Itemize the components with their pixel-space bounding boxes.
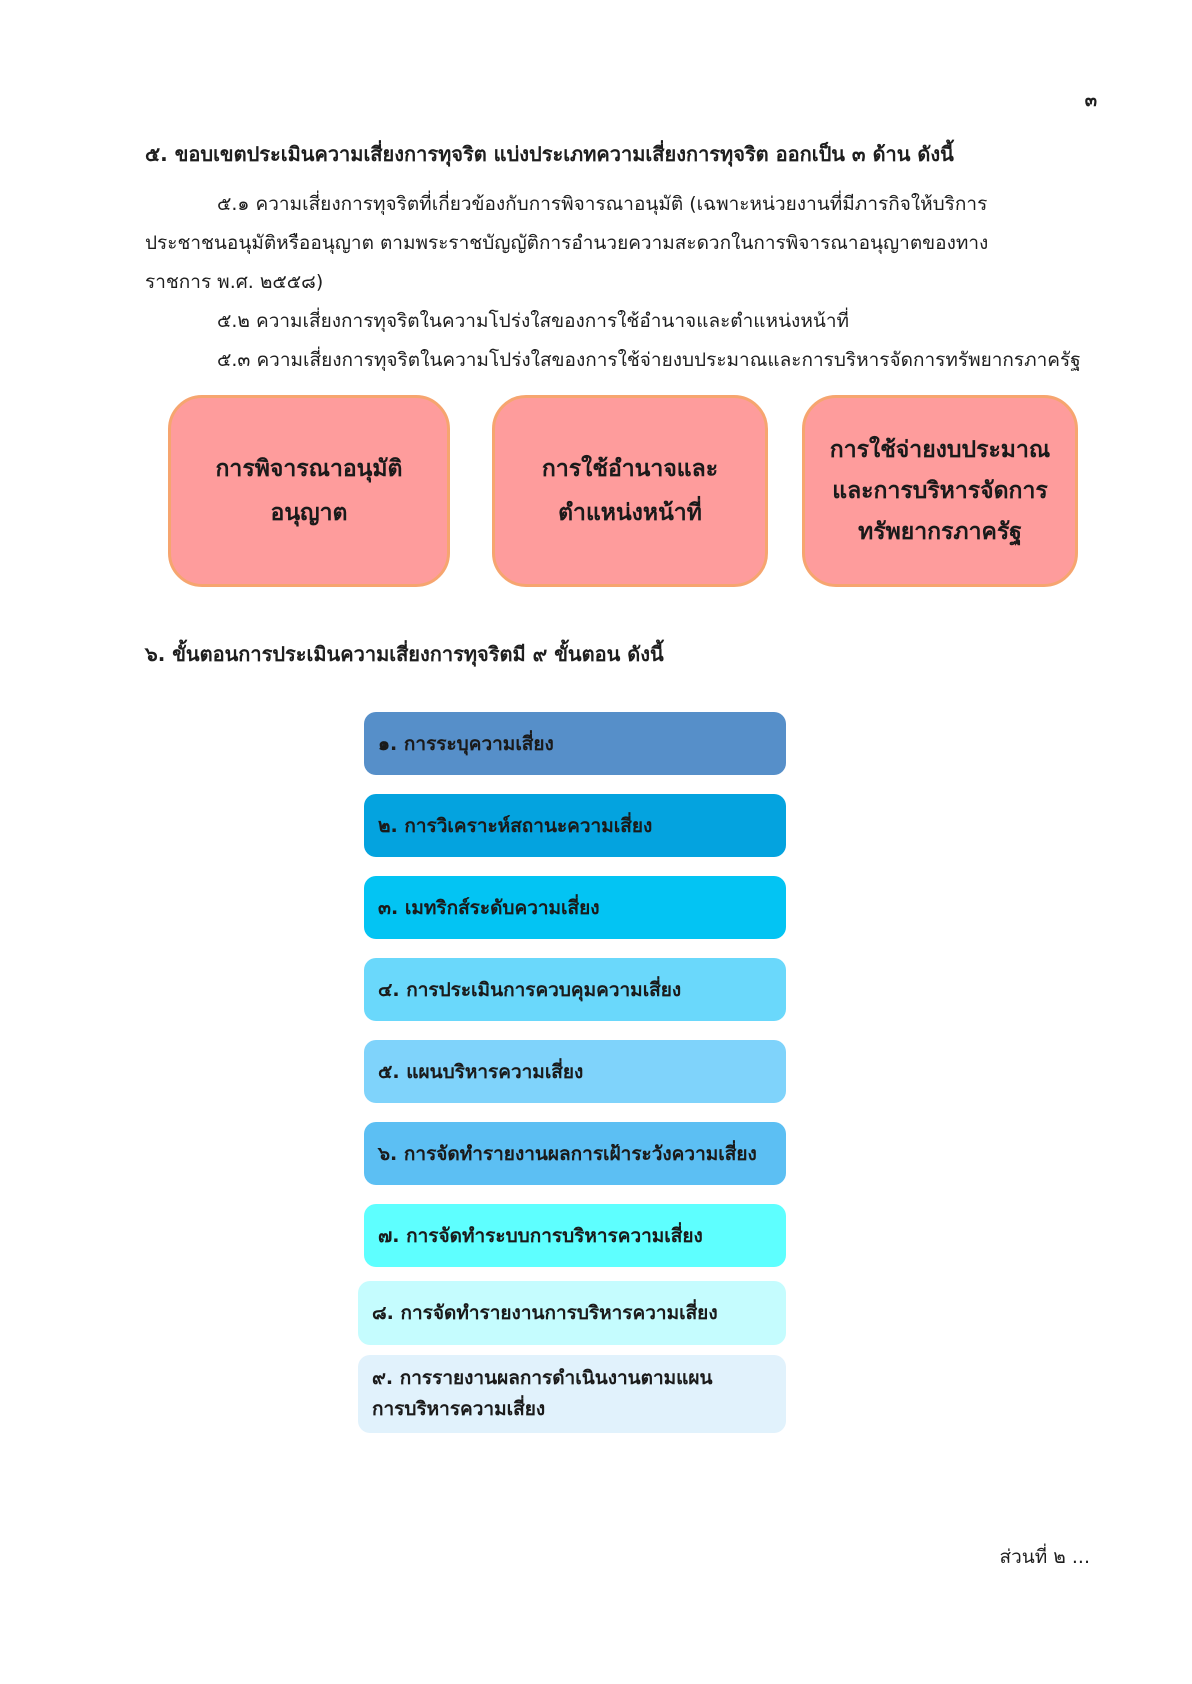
process-step-label: ๒. การวิเคราะห์สถานะความเสี่ยง (378, 814, 653, 837)
process-step-label: ๓. เมทริกส์ระดับความเสี่ยง (378, 896, 600, 919)
process-step-1: ๑. การระบุความเสี่ยง (364, 712, 786, 775)
process-step-9: ๙. การรายงานผลการดำเนินงานตามแผน การบริห… (358, 1355, 786, 1433)
process-step-4: ๔. การประเมินการควบคุมความเสี่ยง (364, 958, 786, 1021)
process-step-label: ๖. การจัดทำรายงานผลการเฝ้าระวังความเสี่ย… (378, 1142, 757, 1165)
process-step-label: ๘. การจัดทำรายงานการบริหารความเสี่ยง (372, 1302, 718, 1324)
process-step-5: ๕. แผนบริหารความเสี่ยง (364, 1040, 786, 1103)
process-step-6: ๖. การจัดทำรายงานผลการเฝ้าระวังความเสี่ย… (364, 1122, 786, 1185)
risk-category-card-approval: การพิจารณาอนุมัติ อนุญาต (168, 395, 450, 587)
card-text-line: อนุญาต (270, 500, 348, 526)
process-step-3: ๓. เมทริกส์ระดับความเสี่ยง (364, 876, 786, 939)
card-text-line: การพิจารณาอนุมัติ (215, 456, 403, 482)
process-step-7: ๗. การจัดทำระบบการบริหารความเสี่ยง (364, 1204, 786, 1267)
section-6-heading: ๖. ขั้นตอนการประเมินความเสี่ยงการทุจริตม… (145, 642, 664, 666)
page-number: ๓ (1084, 90, 1097, 111)
process-step-label: ๗. การจัดทำระบบการบริหารความเสี่ยง (378, 1224, 703, 1247)
card-text-line: ทรัพยากรภาครัฐ (858, 518, 1022, 545)
process-step-label: ๔. การประเมินการควบคุมความเสี่ยง (378, 978, 682, 1001)
section-5-item-1-line-2: ประชาชนอนุมัติหรืออนุญาต ตามพระราชบัญญัต… (145, 232, 989, 254)
section-5-item-3: ๕.๓ ความเสี่ยงการทุจริตในความโปร่งใสของก… (217, 349, 1081, 371)
section-5-item-1-line-3: ราชการ พ.ศ. ๒๕๕๘) (145, 271, 324, 293)
process-step-label: ๕. แผนบริหารความเสี่ยง (378, 1060, 584, 1083)
section-5-heading: ๕. ขอบเขตประเมินความเสี่ยงการทุจริต แบ่ง… (145, 142, 954, 166)
card-text-line: ตำแหน่งหน้าที่ (558, 500, 702, 526)
card-text-line: การใช้อำนาจและ (541, 456, 719, 482)
risk-category-card-authority: การใช้อำนาจและ ตำแหน่งหน้าที่ (492, 395, 768, 587)
process-step-label: ๑. การระบุความเสี่ยง (378, 732, 554, 755)
section-5-item-2: ๕.๒ ความเสี่ยงการทุจริตในความโปร่งใสของก… (217, 310, 850, 332)
risk-category-card-budget: การใช้จ่ายงบประมาณ และการบริหารจัดการ ทร… (802, 395, 1078, 587)
card-text-line: และการบริหารจัดการ (832, 477, 1048, 504)
process-step-label: ๙. การรายงานผลการดำเนินงานตามแผน (372, 1367, 713, 1389)
card-text-line: การใช้จ่ายงบประมาณ (829, 436, 1051, 463)
process-step-2: ๒. การวิเคราะห์สถานะความเสี่ยง (364, 794, 786, 857)
process-step-label: การบริหารความเสี่ยง (372, 1398, 546, 1420)
section-5-item-1-line-1: ๕.๑ ความเสี่ยงการทุจริตที่เกี่ยวข้องกับก… (217, 193, 988, 215)
footer-continuation: ส่วนที่ ๒ ... (999, 1546, 1090, 1568)
process-step-8: ๘. การจัดทำรายงานการบริหารความเสี่ยง (358, 1281, 786, 1345)
